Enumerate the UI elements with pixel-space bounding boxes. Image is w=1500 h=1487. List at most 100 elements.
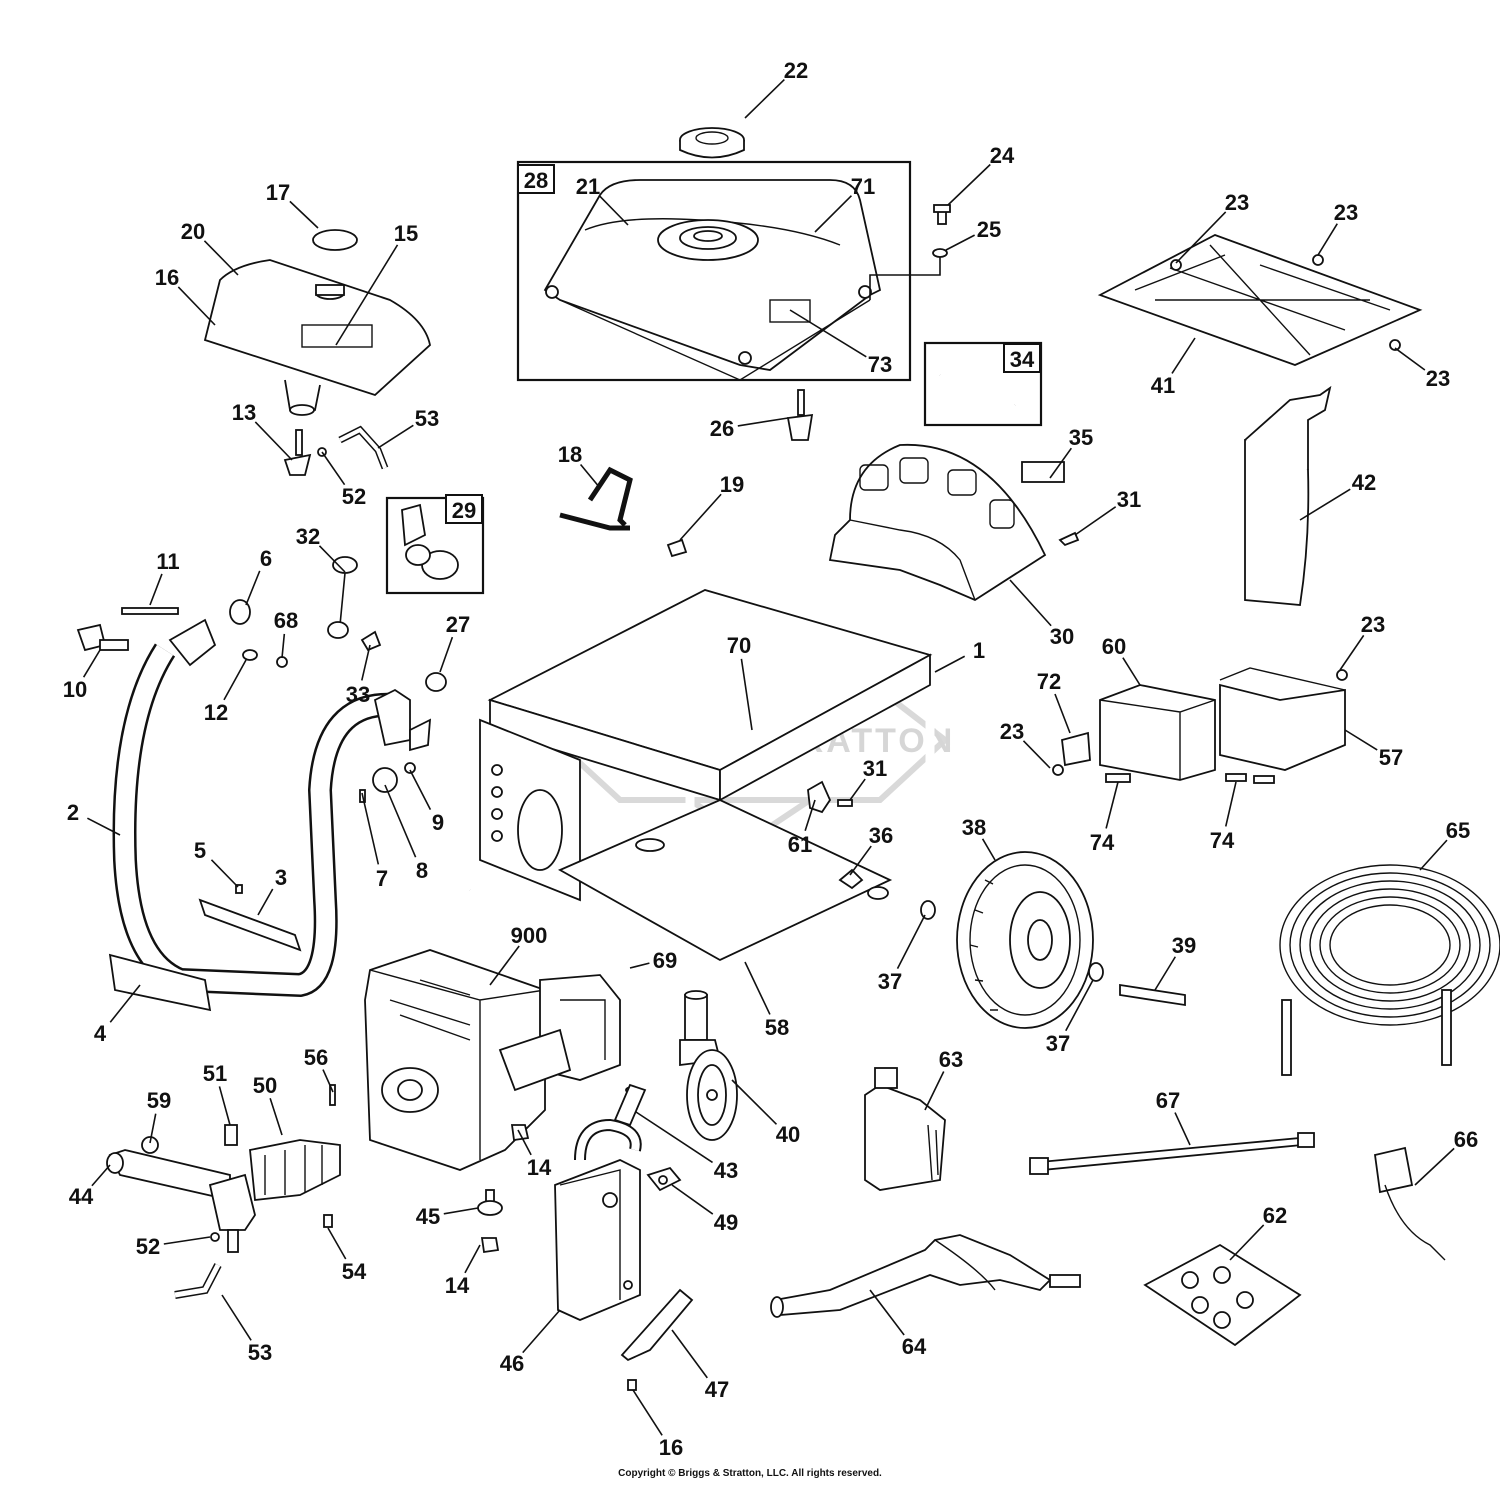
leader-line [896,914,926,969]
leader-line [517,1129,532,1156]
leader-line [1022,740,1051,769]
callout-32: 32 [296,524,346,573]
callout-62: 62 [1229,1203,1287,1261]
part-number-label: 6 [260,546,272,571]
part-number-label: 53 [415,406,439,431]
callout-31: 31 [1074,487,1141,536]
callout-71: 71 [814,174,875,233]
part-number-label: 30 [1050,624,1074,649]
part-number-label: 22 [784,58,808,83]
callout-47: 47 [671,1329,729,1402]
leader-line [87,817,121,836]
callout-31: 31 [849,756,887,801]
part-number-label: 23 [1426,366,1450,391]
callout-36: 36 [849,823,893,876]
part-number-label: 19 [720,472,744,497]
part-number-label: 20 [181,219,205,244]
callout-52: 52 [321,451,366,509]
callout-56: 56 [304,1045,334,1093]
callout-38: 38 [962,815,996,861]
callout-14: 14 [517,1129,552,1180]
callout-46: 46 [500,1309,561,1376]
part-number-label: 51 [203,1061,227,1086]
part-number-label: 41 [1151,373,1175,398]
callout-10: 10 [63,649,101,702]
leader-line [163,1236,211,1245]
part-number-label: 47 [705,1377,729,1402]
part-number-label: 54 [342,1259,367,1284]
callout-21: 21 [576,174,629,226]
part-number-label: 73 [868,352,892,377]
callout-23: 23 [1000,719,1051,769]
leader-line [443,1207,479,1215]
leader-line [335,244,399,346]
callout-9: 9 [409,769,444,835]
leader-line [947,163,991,206]
callout-39: 39 [1154,933,1196,991]
callout-20: 20 [181,219,239,276]
callout-42: 42 [1299,470,1376,521]
leader-line [269,1098,283,1136]
callout-6: 6 [245,546,272,606]
leader-line [318,545,346,573]
part-number-label: 9 [432,810,444,835]
part-number-label: 60 [1102,634,1126,659]
part-number-label: 74 [1210,828,1235,853]
fuel-valve [786,389,814,441]
part-number-label: 44 [69,1184,94,1209]
leader-line [1009,579,1052,627]
part-number-label: 10 [63,677,87,702]
callout-68: 68 [274,608,298,659]
callout-49: 49 [671,1184,738,1235]
callout-37: 37 [878,914,926,994]
part-number-label: 27 [446,612,470,637]
part-number-label: 52 [136,1234,160,1259]
callout-15: 15 [335,221,418,346]
part-number-label: 23 [1225,190,1249,215]
leader-line [522,1309,561,1354]
callout-16: 16 [155,265,216,326]
nozzle-kit [1143,1243,1302,1347]
part-number-label: 62 [1263,1203,1287,1228]
part-number-label: 35 [1069,425,1093,450]
leader-line [1171,337,1196,374]
leader-line [377,424,414,449]
part-number-label: 26 [710,416,734,441]
spray-wand [1029,1132,1315,1175]
callout-8: 8 [384,784,428,883]
leader-line [1154,956,1177,991]
part-number-label: 28 [524,168,548,193]
small-hardware-left [76,556,447,803]
part-number-label: 1 [973,638,985,663]
fuel-tank-assembly [516,160,912,382]
leader-line [361,644,371,681]
valve-and-tube [283,425,389,476]
part-number-label: 58 [765,1015,789,1040]
muffler [554,1118,642,1321]
part-number-label: 24 [990,143,1015,168]
callout-66: 66 [1414,1127,1478,1186]
part-number-label: 14 [527,1155,552,1180]
leader-line [221,1294,252,1341]
small-hardware-middle [477,1083,682,1391]
callout-26: 26 [710,416,789,441]
oil-bottle [864,1067,946,1191]
muffler-bracket [620,1288,694,1362]
callout-45: 45 [416,1204,479,1229]
part-number-label: 65 [1446,818,1470,843]
callout-52: 52 [136,1234,211,1259]
part-number-label: 45 [416,1204,440,1229]
part-number-label: 23 [1361,612,1385,637]
part-number-label: 67 [1156,1088,1180,1113]
callout-30: 30 [1009,579,1074,649]
leader-line [1122,657,1141,686]
part-number-label: 39 [1172,933,1196,958]
leader-line [254,421,293,461]
callout-34: 34 [1003,343,1041,373]
callout-23: 23 [1317,200,1358,256]
leader-line [1344,729,1378,751]
leader-line [281,633,286,659]
control-boxes [1052,667,1348,784]
callout-63: 63 [924,1047,963,1111]
